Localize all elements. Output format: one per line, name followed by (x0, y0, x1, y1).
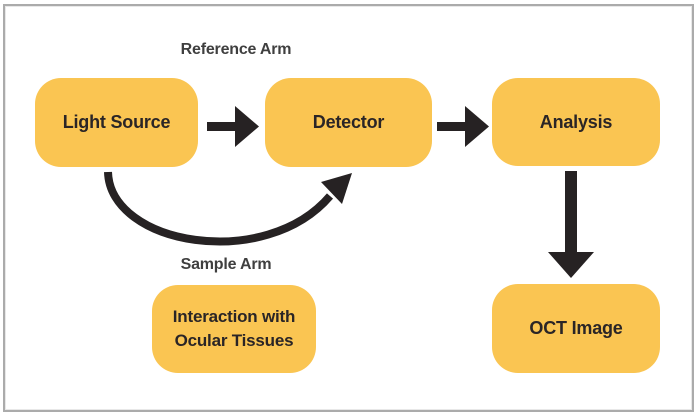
node-light-source-label: Light Source (62, 112, 171, 132)
reference-arm-label: Reference Arm (180, 41, 292, 58)
node-analysis: Analysis (492, 78, 660, 166)
node-oct-image-label: OCT Image (529, 318, 623, 338)
node-light-source: Light Source (35, 78, 198, 167)
sample-arm-label: Sample Arm (180, 256, 272, 273)
node-interaction-label-line2: Ocular Tissues (174, 331, 294, 350)
node-detector-label: Detector (312, 112, 385, 132)
node-analysis-label: Analysis (539, 111, 613, 132)
node-oct-image: OCT Image (492, 284, 660, 373)
arrow-detector-to-analysis-icon (437, 104, 489, 148)
arrow-light-source-to-detector-icon (207, 104, 259, 148)
arrow-analysis-to-oct-image-icon (548, 171, 594, 278)
node-detector: Detector (265, 78, 432, 167)
node-interaction-ocular-tissues: Interaction with Ocular Tissues (152, 285, 316, 373)
diagram-border (3, 4, 694, 412)
node-interaction-label: Interaction with Ocular Tissues (172, 305, 296, 353)
arrow-sample-arm-curve-icon (90, 160, 370, 270)
node-interaction-label-line1: Interaction with (172, 307, 296, 326)
